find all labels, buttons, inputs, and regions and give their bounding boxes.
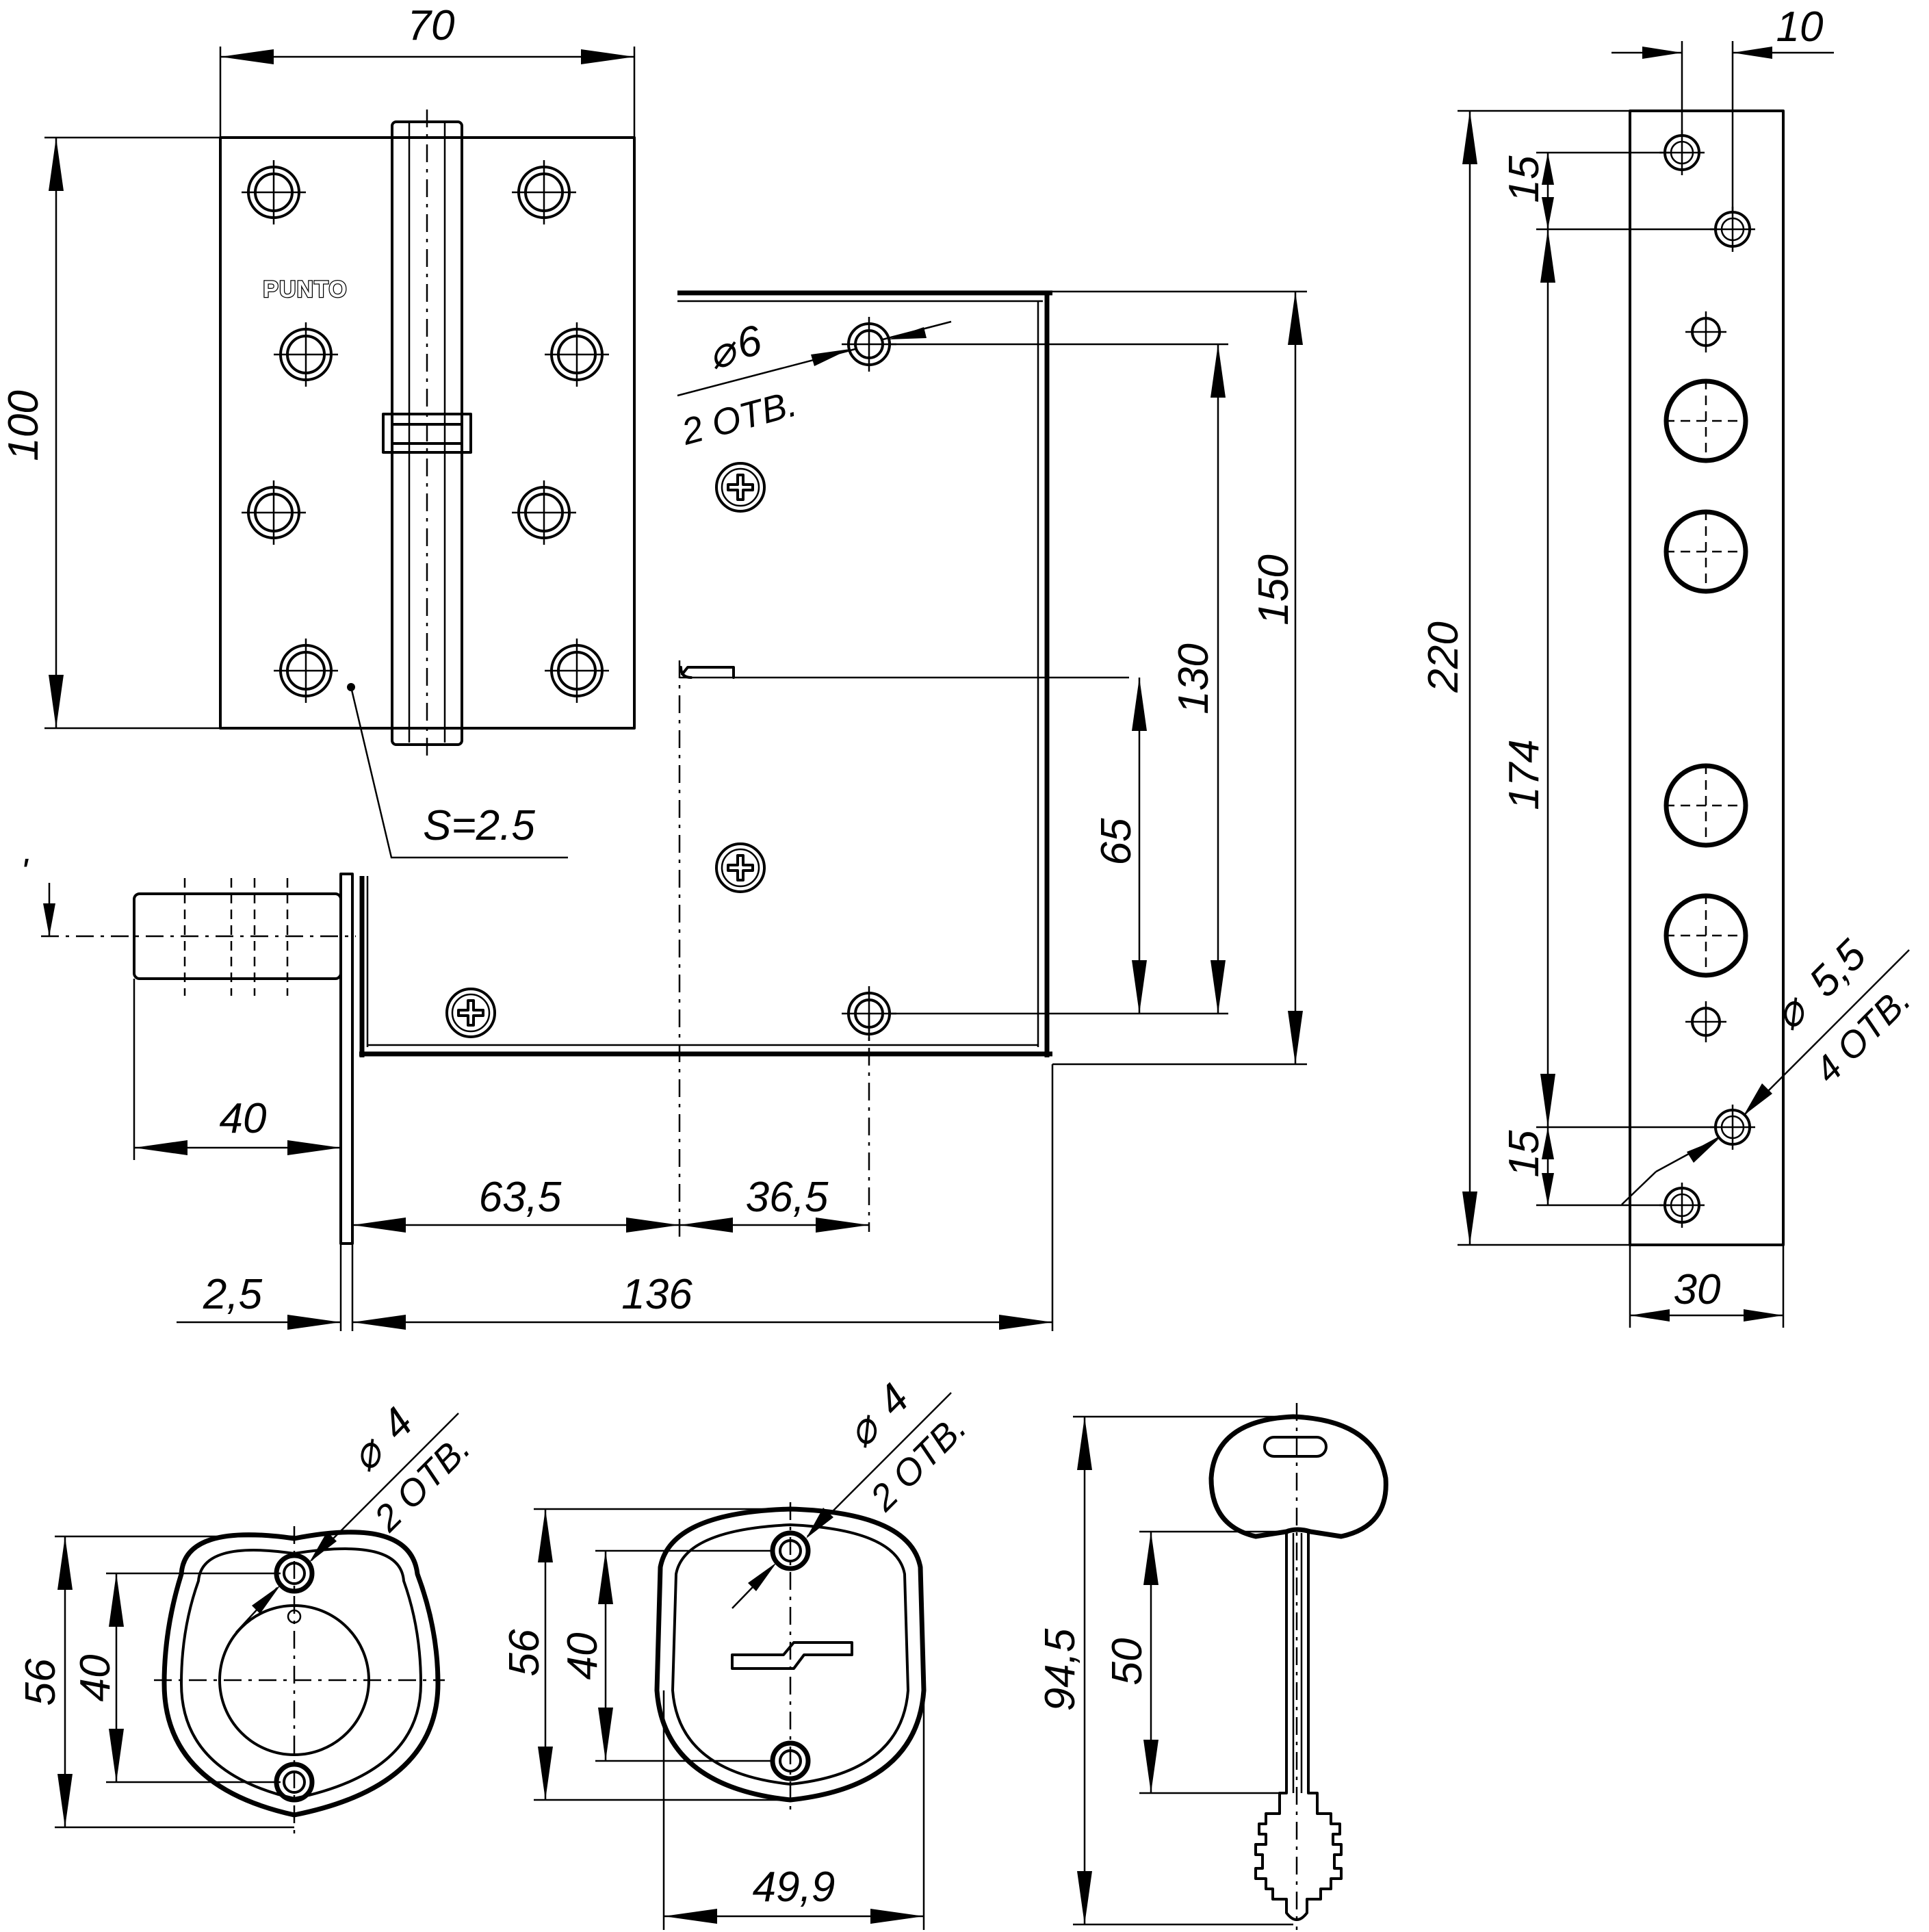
strike-plate (1629, 110, 1785, 1246)
strike-bolt-hole-icon (1663, 509, 1748, 594)
key-escutcheon-width-label: 49,9 (753, 1864, 836, 1911)
key-view: 94,5 50 (1037, 1403, 1388, 1930)
strike-bottom-offset-label: 15 (1501, 1130, 1548, 1177)
brand-logo: PUNTO (263, 276, 347, 302)
hinge-screw-holes (242, 160, 609, 703)
hinge-width-label: 70 (408, 2, 455, 49)
phillips-screw-icon (445, 988, 496, 1038)
lock-bolt (133, 892, 342, 980)
strike-plate-view: 10 220 15 174 15 30 ⌀ (1420, 3, 1919, 1328)
lock-mounting-hole-icon (842, 986, 896, 1041)
hinge-height-label: 100 (0, 390, 47, 461)
strike-bolt-hole-icon (1663, 893, 1748, 978)
key-blade-label: 50 (1104, 1638, 1151, 1686)
screw-hole-icon (274, 322, 338, 387)
key-escutcheon-view: 56 40 49,9 ⌀ 4 2 ОТВ. (501, 1375, 974, 1930)
screw-hole-icon (242, 480, 306, 545)
strike-width-10-label: 10 (1776, 3, 1824, 51)
screw-hole-icon (274, 639, 338, 703)
strike-spacing-label: 174 (1501, 739, 1548, 810)
lock-offset-label: 36,5 (746, 1174, 829, 1221)
hinge-view: PUNTO 70 100 S=2.5 (0, 2, 636, 859)
lock-faceplate (339, 873, 354, 1245)
cylinder-escutcheon-height-40-label: 40 (72, 1655, 119, 1702)
lock-depth-label: 150 (1250, 554, 1297, 625)
lock-length-label: 136 (621, 1271, 692, 1318)
cylinder-escutcheon-outline (161, 1530, 441, 1818)
strike-length-label: 220 (1420, 621, 1467, 693)
key-blade (1254, 1530, 1343, 1921)
faceplate-thickness-label: 2,5 (203, 1271, 263, 1318)
lock-body-view: ' ⌀ 6 2 ОТВ. 150 130 (21, 290, 1307, 1331)
bolt-throw-label: 40 (220, 1095, 267, 1142)
screw-hole-icon (545, 639, 609, 703)
phillips-screw-icon (715, 462, 766, 513)
key-hole-diameter-symbol: ⌀ (837, 1402, 891, 1456)
key-escutcheon-height-40-label: 40 (559, 1633, 606, 1680)
key-hole-diameter-label: 4 (868, 1375, 918, 1425)
cylinder-hole-count-label: 2 ОТВ. (366, 1428, 478, 1540)
phillips-screw-icon (715, 842, 766, 893)
cylinder-hole-diameter-symbol: ⌀ (341, 1426, 395, 1480)
strike-hole-diameter-symbol: ⌀ (1764, 985, 1818, 1039)
lock-hole-spacing-label: 130 (1170, 643, 1217, 714)
screw-hole-icon (512, 160, 576, 224)
lock-backset-label: 63,5 (479, 1174, 562, 1221)
strike-width-30-label: 30 (1674, 1266, 1721, 1313)
strike-top-offset-label: 15 (1501, 155, 1548, 203)
key-bow-slot (1263, 1436, 1328, 1458)
strike-bolt-hole-icon (1663, 763, 1748, 848)
strike-bolt-hole-icon (1663, 378, 1748, 463)
screw-hole-icon (512, 480, 576, 545)
bolt-offset-label-fragment: ' (21, 851, 29, 892)
screw-hole-icon (242, 160, 306, 224)
keyhole-slot (731, 1641, 853, 1670)
cylinder-escutcheon-view: 56 40 ⌀ 4 2 ОТВ. (17, 1399, 478, 1834)
strike-pin-hole-icon (1685, 1001, 1726, 1042)
key-hole-count-label: 2 ОТВ. (862, 1407, 974, 1519)
lock-key-axis-label: 65 (1093, 818, 1140, 865)
key-bow (1208, 1414, 1388, 1539)
key-escutcheon-height-56-label: 56 (501, 1629, 548, 1676)
lock-hole-count-label: 2 ОТВ. (677, 383, 801, 453)
key-length-label: 94,5 (1037, 1628, 1084, 1711)
screw-hole-icon (545, 322, 609, 387)
cylinder-escutcheon-height-56-label: 56 (17, 1658, 64, 1705)
lock-mounting-hole-icon (842, 317, 896, 372)
cylinder-hole-diameter-label: 4 (372, 1399, 422, 1449)
hinge-thickness-label: S=2.5 (423, 802, 535, 849)
strike-pin-hole-icon (1685, 311, 1726, 352)
